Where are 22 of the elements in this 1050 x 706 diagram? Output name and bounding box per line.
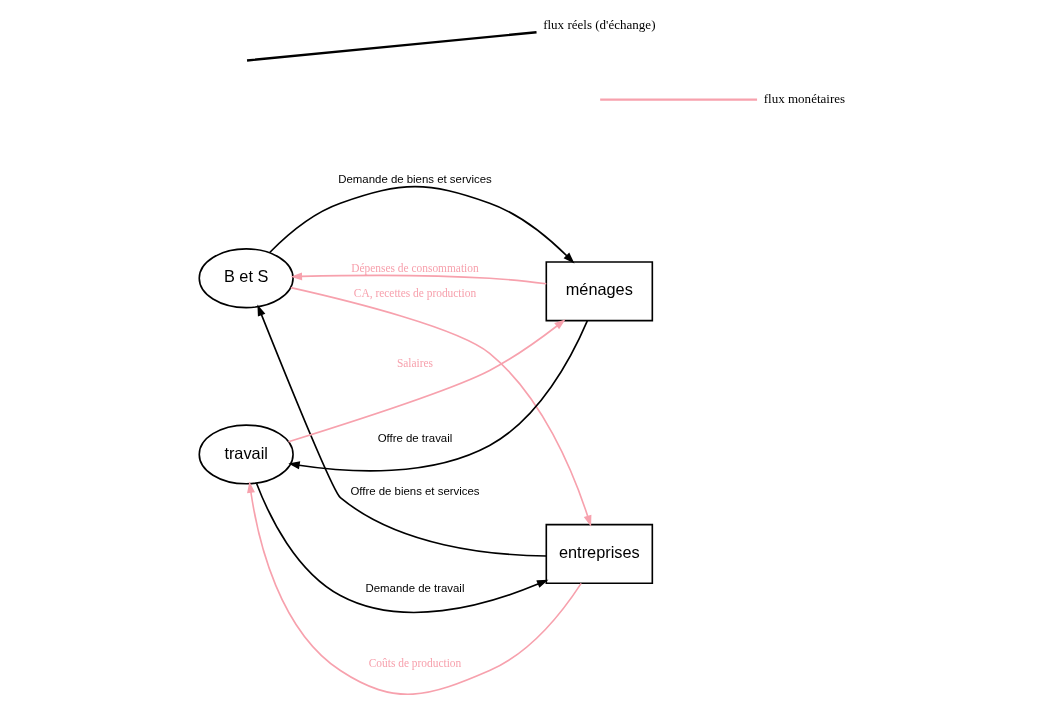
node-box: ménages: [545, 261, 653, 322]
edge-label: Demande de travail: [365, 582, 464, 595]
arrow: [256, 304, 547, 557]
edge-label: Salaires: [396, 357, 433, 370]
node-ellipse: B et S: [197, 248, 294, 309]
edge-label: Coûts de production: [368, 657, 461, 670]
arrow: [268, 185, 574, 264]
arrow: [246, 481, 582, 695]
arrow: [287, 320, 588, 472]
arrow: [255, 482, 548, 614]
arrow: [290, 272, 547, 285]
edge-label: CA, recettes de production: [353, 287, 476, 300]
edge-label: Offre de biens et services: [349, 484, 480, 497]
edge-label: Demande de biens et services: [337, 172, 492, 185]
arrow: [289, 286, 591, 527]
legend-label: flux monétaires: [763, 90, 845, 106]
node-box: entreprises: [545, 523, 653, 585]
edge-label: Dépenses de consommation: [350, 261, 479, 274]
node-ellipse: travail: [197, 424, 294, 485]
legend-label: flux réels (d'échange): [542, 17, 655, 33]
edge-label: Offre de travail: [377, 432, 452, 445]
arrow: [287, 319, 566, 443]
